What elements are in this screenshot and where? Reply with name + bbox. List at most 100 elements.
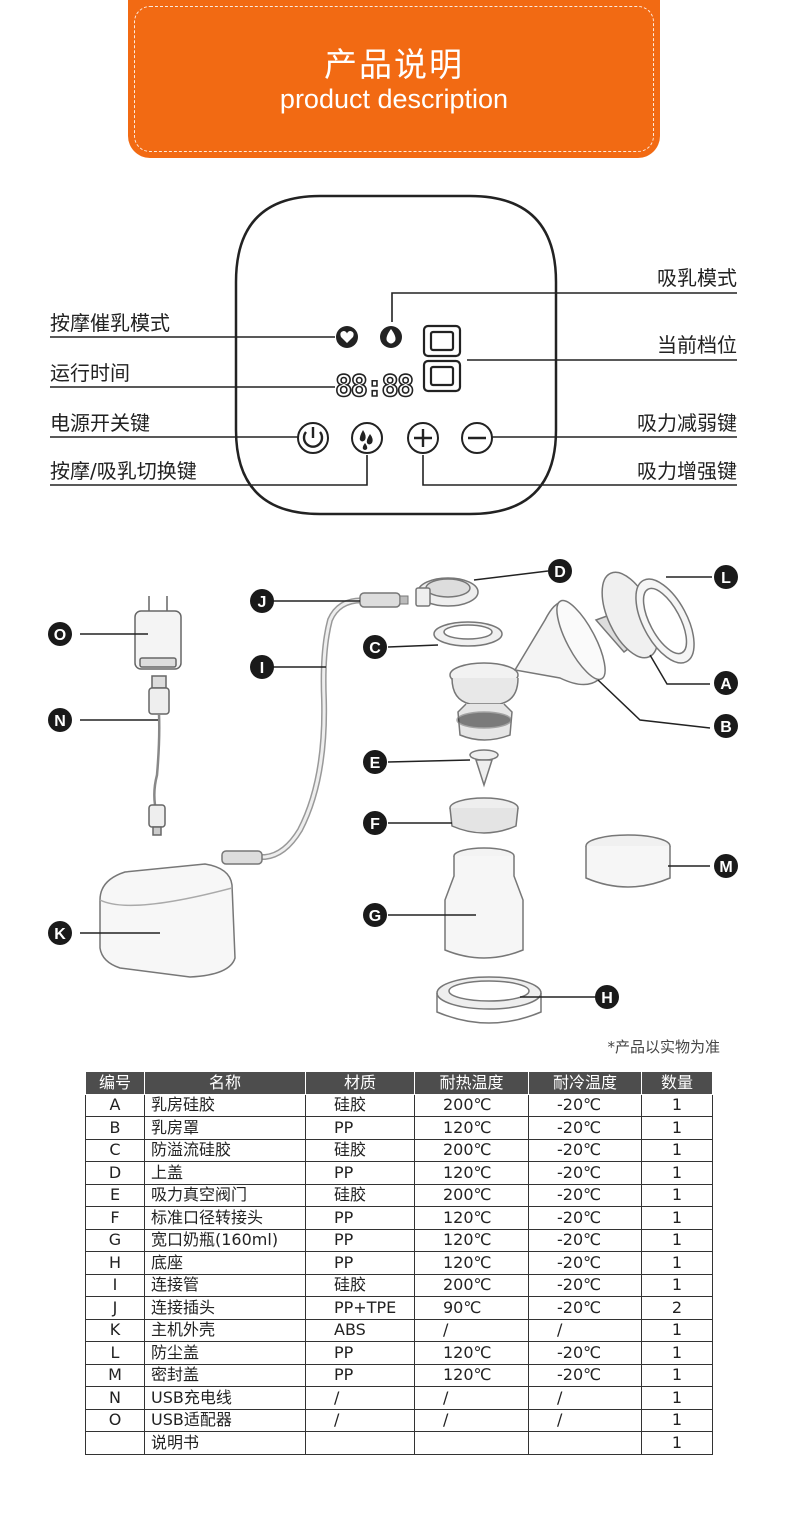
cell-cold: -20℃: [528, 1138, 642, 1162]
cell-qty: 1: [641, 1183, 713, 1207]
cell-material: 硅胶: [305, 1138, 415, 1162]
cell-cold: -20℃: [528, 1363, 642, 1387]
cell-name: USB充电线: [144, 1386, 306, 1410]
part-marker-letter: L: [721, 570, 731, 587]
part-marker-g: G: [363, 903, 387, 927]
part-marker-letter: K: [54, 926, 66, 943]
cell-id: D: [85, 1161, 145, 1185]
cell-qty: 1: [641, 1431, 713, 1455]
cell-name: 连接插头: [144, 1296, 306, 1320]
standard-adapter-ring: [388, 797, 519, 834]
cell-material: /: [305, 1386, 415, 1410]
banner-subtitle: product description: [279, 84, 509, 114]
cell-qty: 1: [641, 1273, 713, 1297]
cell-name: USB适配器: [144, 1408, 306, 1432]
cell-heat: 120℃: [414, 1341, 529, 1365]
part-marker-j: J: [250, 589, 274, 613]
label-increase-key: 吸力增强键: [637, 459, 737, 483]
cell-qty: 2: [641, 1296, 713, 1320]
drop-icon: [380, 326, 402, 348]
cell-cold: -20℃: [528, 1273, 642, 1297]
part-marker-letter: O: [54, 627, 66, 644]
plus-icon: [407, 422, 439, 454]
cell-material: PP: [305, 1341, 415, 1365]
cell-cold: -20℃: [528, 1161, 642, 1185]
cell-cold: -20℃: [528, 1116, 642, 1140]
cell-material: PP: [305, 1206, 415, 1230]
cell-id: H: [85, 1251, 145, 1275]
cell-material: 硅胶: [305, 1273, 415, 1297]
cell-heat: 120℃: [414, 1363, 529, 1387]
part-marker-l: L: [714, 565, 738, 589]
cell-cold: -20℃: [528, 1183, 642, 1207]
table-header-row: 编号 名称 材质 耐热温度 耐冷温度 数量: [85, 1071, 713, 1095]
part-marker-letter: H: [601, 990, 613, 1007]
cell-heat: 120℃: [414, 1116, 529, 1140]
part-marker-letter: D: [554, 564, 566, 581]
cell-material: ABS: [305, 1318, 415, 1342]
cell-material: /: [305, 1408, 415, 1432]
cell-heat: 120℃: [414, 1251, 529, 1275]
cell-id: I: [85, 1273, 145, 1297]
main-unit-housing: [80, 863, 236, 978]
cell-cold: /: [528, 1408, 642, 1432]
cell-qty: 1: [641, 1138, 713, 1162]
cell-heat: 120℃: [414, 1161, 529, 1185]
banner-title: 产品说明: [324, 45, 464, 84]
header-cold: 耐冷温度: [528, 1071, 642, 1095]
runtime-display: 88:88: [335, 369, 413, 403]
cell-cold: -20℃: [528, 1228, 642, 1252]
cell-name: 乳房硅胶: [144, 1093, 306, 1117]
part-marker-k: K: [48, 921, 72, 945]
label-suction-mode: 吸乳模式: [657, 266, 737, 290]
cell-cold: /: [528, 1386, 642, 1410]
cell-id: N: [85, 1386, 145, 1410]
cell-id: L: [85, 1341, 145, 1365]
cell-id: E: [85, 1183, 145, 1207]
power-icon: [297, 422, 329, 454]
cell-qty: 1: [641, 1341, 713, 1365]
minus-icon: [461, 422, 493, 454]
cell-qty: 1: [641, 1408, 713, 1432]
cell-qty: 1: [641, 1206, 713, 1230]
massage-suction-icon: [351, 422, 383, 454]
control-panel-outline: [234, 194, 558, 516]
cell-name: 防溢流硅胶: [144, 1138, 306, 1162]
cell-qty: 1: [641, 1116, 713, 1140]
cell-material: 硅胶: [305, 1093, 415, 1117]
cell-id: B: [85, 1116, 145, 1140]
cell-name: 标准口径转接头: [144, 1206, 306, 1230]
top-lid: [415, 570, 549, 607]
cell-cold: -20℃: [528, 1093, 642, 1117]
cell-material: 硅胶: [305, 1183, 415, 1207]
bottle-base: [436, 976, 596, 1024]
cell-qty: 1: [641, 1228, 713, 1252]
cell-id: F: [85, 1206, 145, 1230]
cell-name: 宽口奶瓶(160ml): [144, 1228, 306, 1252]
sealing-cap: [585, 834, 710, 888]
label-switch-key: 按摩/吸乳切换键: [50, 459, 197, 483]
header-material: 材质: [305, 1071, 415, 1095]
cell-name: 连接管: [144, 1273, 306, 1297]
cell-material: [305, 1431, 415, 1455]
part-marker-n: N: [48, 708, 72, 732]
cell-name: 主机外壳: [144, 1318, 306, 1342]
cell-name: 吸力真空阀门: [144, 1183, 306, 1207]
cell-material: PP: [305, 1363, 415, 1387]
cell-heat: /: [414, 1408, 529, 1432]
cell-heat: 200℃: [414, 1138, 529, 1162]
